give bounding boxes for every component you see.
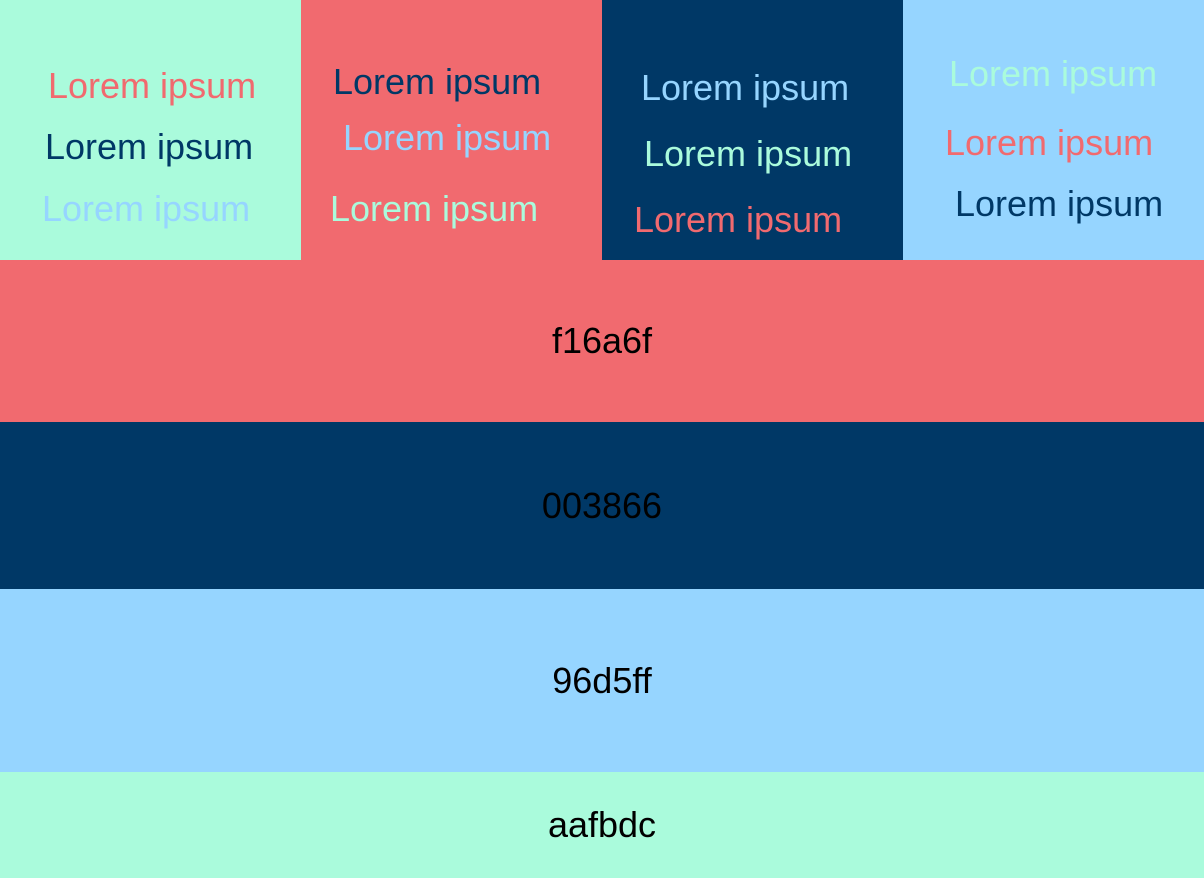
swatch-sky: Lorem ipsum Lorem ipsum Lorem ipsum bbox=[903, 0, 1204, 260]
swatch-navy: Lorem ipsum Lorem ipsum Lorem ipsum bbox=[602, 0, 903, 260]
hex-label-mint: aafbdc bbox=[547, 804, 657, 845]
hex-label-navy: 003866 bbox=[541, 484, 663, 526]
swatch-navy-text-1: Lorem ipsum bbox=[641, 67, 850, 108]
swatch-coral-text-1: Lorem ipsum bbox=[333, 61, 542, 102]
hex-label-sky: 96d5ff bbox=[552, 659, 652, 701]
swatch-mint-text-2: Lorem ipsum bbox=[45, 126, 254, 167]
swatch-sky-text-3: Lorem ipsum bbox=[955, 183, 1164, 224]
swatch-coral: Lorem ipsum Lorem ipsum Lorem ipsum bbox=[301, 0, 602, 260]
swatch-coral-text-3: Lorem ipsum bbox=[330, 188, 539, 229]
hex-label-coral: f16a6f bbox=[551, 320, 653, 361]
swatch-mint-text-3: Lorem ipsum bbox=[42, 188, 251, 229]
contrast-swatch-row: Lorem ipsum Lorem ipsum Lorem ipsum Lore… bbox=[0, 0, 1204, 260]
color-band-navy: 003866 bbox=[0, 422, 1204, 589]
swatch-sky-text-2: Lorem ipsum bbox=[945, 122, 1154, 163]
color-band-sky: 96d5ff bbox=[0, 589, 1204, 772]
swatch-mint: Lorem ipsum Lorem ipsum Lorem ipsum bbox=[0, 0, 301, 260]
swatch-navy-text-3: Lorem ipsum bbox=[634, 199, 843, 240]
swatch-coral-text-2: Lorem ipsum bbox=[343, 117, 552, 158]
color-band-mint: aafbdc bbox=[0, 772, 1204, 878]
swatch-navy-text-2: Lorem ipsum bbox=[644, 133, 853, 174]
swatch-sky-text-1: Lorem ipsum bbox=[949, 53, 1158, 94]
color-band-coral: f16a6f bbox=[0, 260, 1204, 422]
swatch-mint-text-1: Lorem ipsum bbox=[48, 65, 257, 106]
